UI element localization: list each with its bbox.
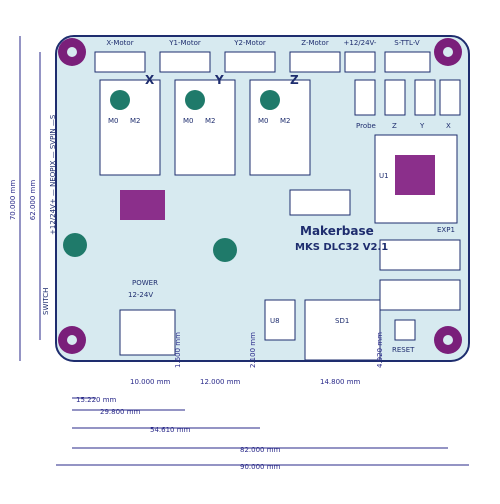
power-connector bbox=[119, 309, 176, 356]
dim-w2: 29.800 mm bbox=[100, 408, 141, 416]
model-label: MKS DLC32 V2.1 bbox=[295, 242, 388, 253]
stepper-driver-x: X bbox=[99, 73, 161, 176]
probe-label: Probe bbox=[356, 122, 376, 130]
side-vertical-label: +12/24V+ — NEOPIX — SVPIN —S bbox=[49, 114, 57, 235]
z-driver-m0: M0 bbox=[258, 117, 269, 125]
u8-chip bbox=[264, 299, 296, 341]
z-driver-m2: M2 bbox=[280, 117, 291, 125]
axis-letter-x: X bbox=[145, 73, 155, 87]
power-label: POWER bbox=[132, 279, 158, 287]
top-connector-row: X-Motor Y1-Motor Y2-Motor Z-Motor +12/24… bbox=[94, 39, 431, 73]
sd-card-slot bbox=[304, 299, 381, 361]
dim-w4: 82.000 mm bbox=[240, 446, 281, 454]
dim-h3: 14.800 mm bbox=[320, 378, 361, 386]
esp32-module: U1 EXP1 bbox=[374, 134, 458, 234]
connector-y1-motor-label: Y1-Motor bbox=[168, 39, 201, 47]
y-driver-m2: M2 bbox=[205, 117, 216, 125]
mosfet-chip bbox=[120, 190, 165, 220]
exp-header-1 bbox=[379, 239, 461, 271]
connector-power-label: +12/24V- bbox=[344, 39, 377, 47]
exp-header-2 bbox=[379, 279, 461, 311]
limit-x-label: X bbox=[446, 122, 451, 130]
limit-y-label: Y bbox=[419, 122, 425, 130]
capacitor-center bbox=[213, 238, 237, 262]
sd1-label: SD1 bbox=[335, 317, 349, 325]
connector-z-motor-label: Z-Motor bbox=[301, 39, 329, 47]
axis-letter-y: Y bbox=[214, 73, 224, 87]
dim-w5: 90.000 mm bbox=[240, 463, 281, 471]
reset-label: RESET bbox=[392, 346, 415, 354]
dim-v1: 1.600 mm bbox=[174, 332, 182, 368]
limit-z-label: Z bbox=[392, 122, 397, 130]
stepper-driver-y: Y bbox=[174, 73, 236, 176]
stepper-driver-z: Z bbox=[249, 73, 311, 176]
dim-height-inner: 62.000 mm bbox=[29, 180, 37, 221]
u8-label: U8 bbox=[270, 317, 280, 325]
exp1-label: EXP1 bbox=[437, 226, 455, 234]
connector-ttl-label: S-TTL-V bbox=[394, 39, 420, 47]
level-shifter-chip bbox=[289, 189, 351, 216]
dim-v2: 2.100 mm bbox=[249, 332, 257, 368]
switch-label: SWITCH bbox=[42, 288, 50, 315]
connector-y2-motor-label: Y2-Motor bbox=[233, 39, 266, 47]
brand-label: Makerbase bbox=[300, 224, 374, 238]
dim-v3: 4.920 mm bbox=[376, 332, 384, 368]
dim-h1: 10.000 mm bbox=[130, 378, 171, 386]
x-driver-m0: M0 bbox=[108, 117, 119, 125]
x-driver-m2: M2 bbox=[130, 117, 141, 125]
axis-letter-z: Z bbox=[290, 73, 299, 87]
limit-switch-area: Probe Z Y X bbox=[354, 79, 461, 130]
power-voltage-label: 12-24V bbox=[128, 291, 153, 299]
dim-w3: 54.610 mm bbox=[150, 426, 191, 434]
reset-button bbox=[394, 319, 416, 341]
capacitor-left bbox=[63, 233, 87, 257]
dim-w1: 15.220 mm bbox=[76, 396, 117, 404]
y-driver-m0: M0 bbox=[183, 117, 194, 125]
u1-label: U1 bbox=[379, 172, 389, 180]
dim-height-outer: 70.000 mm bbox=[9, 180, 17, 221]
connector-x-motor-label: X-Motor bbox=[106, 39, 133, 47]
dim-h2: 12.000 mm bbox=[200, 378, 241, 386]
